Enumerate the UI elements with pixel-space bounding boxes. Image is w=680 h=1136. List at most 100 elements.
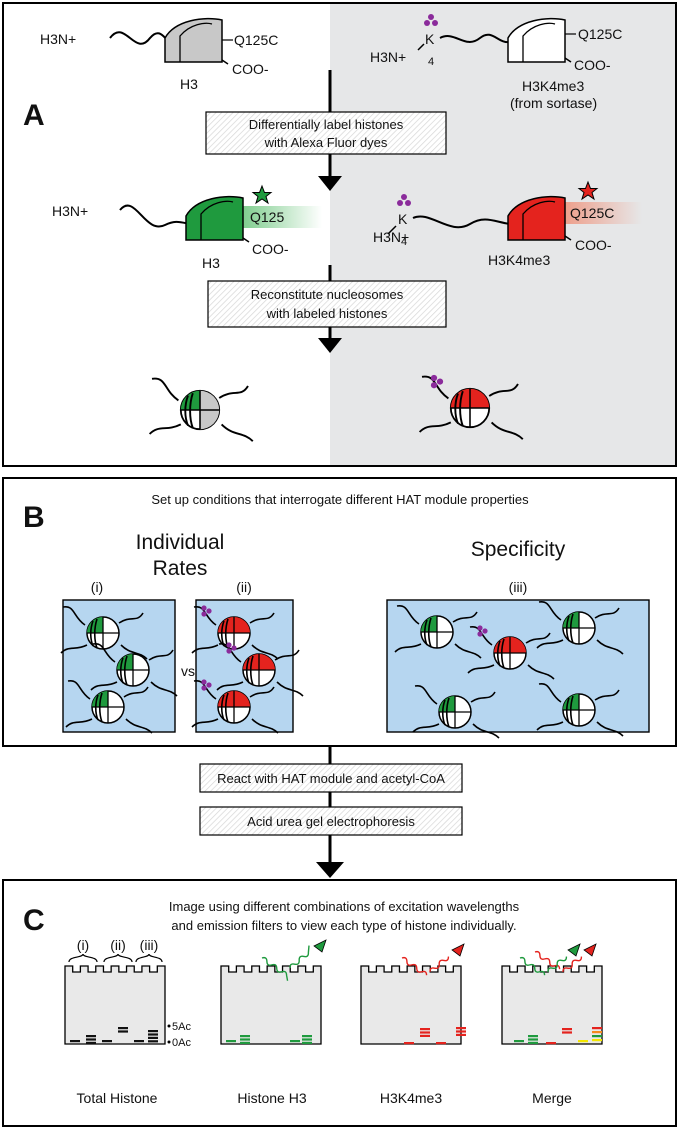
n-terminus-label: H3N+	[40, 31, 76, 47]
excitation-emission-h3	[261, 939, 327, 981]
histone-fold-gray	[164, 17, 223, 63]
gel-band	[134, 1040, 144, 1043]
condition-iii-label: (iii)	[509, 579, 528, 595]
gel-band	[86, 1035, 96, 1038]
c-terminus-label: COO-	[232, 61, 269, 77]
panel-b: B Set up conditions that interrogate dif…	[2, 477, 677, 747]
lysine-position: 4	[401, 236, 407, 248]
condition-i-label: (i)	[91, 579, 103, 595]
gel-band-red	[420, 1028, 430, 1031]
site-label: Q125	[250, 209, 284, 225]
react-step-label: React with HAT module and acetyl-CoA	[217, 771, 445, 786]
gel-band-green	[592, 1035, 602, 1038]
lane-group-ii-label: (ii)	[110, 937, 126, 953]
gel-h3k4me3	[360, 965, 462, 1045]
lane-group-i-label: (i)	[77, 937, 89, 953]
n-terminus-label: H3N+	[52, 203, 88, 219]
step-line-1: Reconstitute nucleosomes	[251, 287, 404, 302]
c-terminus-label: COO-	[252, 241, 289, 257]
gel-band	[102, 1040, 112, 1043]
gel-band	[86, 1038, 96, 1041]
gel-band-red	[420, 1034, 430, 1037]
specificity-title: Specificity	[471, 538, 566, 561]
histone-fold-green	[185, 195, 244, 241]
lane-group-iii-label: (iii)	[140, 937, 159, 953]
histone-name: H3	[202, 255, 220, 271]
emission-arrowhead-green	[313, 939, 327, 953]
gel-band	[148, 1030, 158, 1033]
site-label: Q125C	[570, 205, 614, 221]
arrowhead	[316, 862, 344, 878]
versus-label: vs.	[181, 663, 199, 679]
site-label: Q125C	[234, 32, 278, 48]
gel-band	[70, 1040, 80, 1043]
emission-arrowhead-green	[567, 943, 581, 957]
gel-band	[148, 1036, 158, 1039]
site-label: Q125C	[578, 26, 622, 42]
fluorophore-star-icon	[577, 180, 599, 201]
gel-band-green	[528, 1035, 538, 1038]
lysine-label: K	[398, 211, 408, 227]
gel-merge	[501, 965, 603, 1045]
step-label-box: Differentially label histones with Alexa…	[205, 111, 447, 155]
gel-band-red	[546, 1042, 556, 1045]
gel-band	[118, 1027, 128, 1030]
step-line-2: with Alexa Fluor dyes	[264, 135, 388, 150]
gel-label-total-histone: Total Histone	[77, 1090, 158, 1106]
h3k4me3-unlabeled: K 4 H3N+ Q125C COO- H3K4me3 (from sortas…	[370, 14, 622, 111]
panel-a-gray-half	[330, 4, 675, 465]
react-step-box	[199, 763, 463, 793]
excitation-emission-merge	[519, 943, 597, 976]
gel-band-green	[302, 1035, 312, 1038]
step-line-2: with labeled histones	[266, 306, 388, 321]
gel-band-red	[436, 1042, 446, 1045]
panel-a: A H3N+ Q125C COO- H3 K 4 H3N+ Q125C	[2, 2, 677, 467]
gel-label-merge: Merge	[532, 1090, 572, 1106]
gel-histone-h3	[220, 965, 322, 1045]
gel-step-box	[199, 806, 463, 836]
panel-b-header: Set up conditions that interrogate diffe…	[151, 492, 529, 507]
arrowhead	[318, 338, 342, 353]
gel-label-histone-h3: Histone H3	[237, 1090, 306, 1106]
fluorophore-star-icon	[251, 184, 273, 205]
gel-band-green	[528, 1038, 538, 1041]
gel-band-green	[290, 1040, 300, 1043]
histone-source: (from sortase)	[510, 95, 597, 111]
h3-labeled: H3N+ Q125 COO- H3	[52, 184, 322, 271]
c-terminus-label: COO-	[574, 57, 611, 73]
histone-name: H3	[180, 76, 198, 92]
panel-c-letter: C	[23, 904, 45, 937]
gel-band	[86, 1041, 96, 1044]
gel-band-green	[240, 1041, 250, 1044]
gel-band	[148, 1033, 158, 1036]
nucleosome-h3-green	[148, 377, 254, 442]
panel-a-letter: A	[23, 99, 45, 132]
brace-iii	[135, 953, 163, 963]
gel-label-h3k4me3: H3K4me3	[380, 1090, 442, 1106]
lysine-position: 4	[428, 56, 434, 68]
fluor-glow	[230, 206, 322, 228]
individual-rates-title-line-2: Rates	[153, 557, 208, 580]
brace-ii	[103, 953, 133, 963]
c-terminus-label: COO-	[575, 237, 612, 253]
gel-band	[118, 1030, 128, 1033]
n-terminus-label: H3N+	[373, 229, 409, 245]
marker-0ac-label: 0Ac	[172, 1037, 191, 1049]
gel-band-green	[240, 1035, 250, 1038]
gel-band-green	[302, 1038, 312, 1041]
histone-name: H3K4me3	[522, 78, 584, 94]
gel-band	[148, 1040, 158, 1043]
gel-band-red	[562, 1031, 572, 1034]
histone-tail	[439, 33, 511, 44]
excitation-emission-h3k4me3	[401, 943, 465, 976]
gel-band-green	[302, 1041, 312, 1044]
arrowhead	[318, 176, 342, 191]
gel-band-red	[456, 1027, 466, 1030]
gel-images	[64, 965, 603, 1045]
middle-steps: React with HAT module and acetyl-CoA Aci…	[199, 746, 463, 878]
marker-5ac-label: 5Ac	[172, 1021, 191, 1033]
panel-c-header-line-2: and emission filters to view each type o…	[171, 918, 516, 933]
gel-band-green	[514, 1040, 524, 1043]
n-terminus-label: H3N+	[370, 49, 406, 65]
